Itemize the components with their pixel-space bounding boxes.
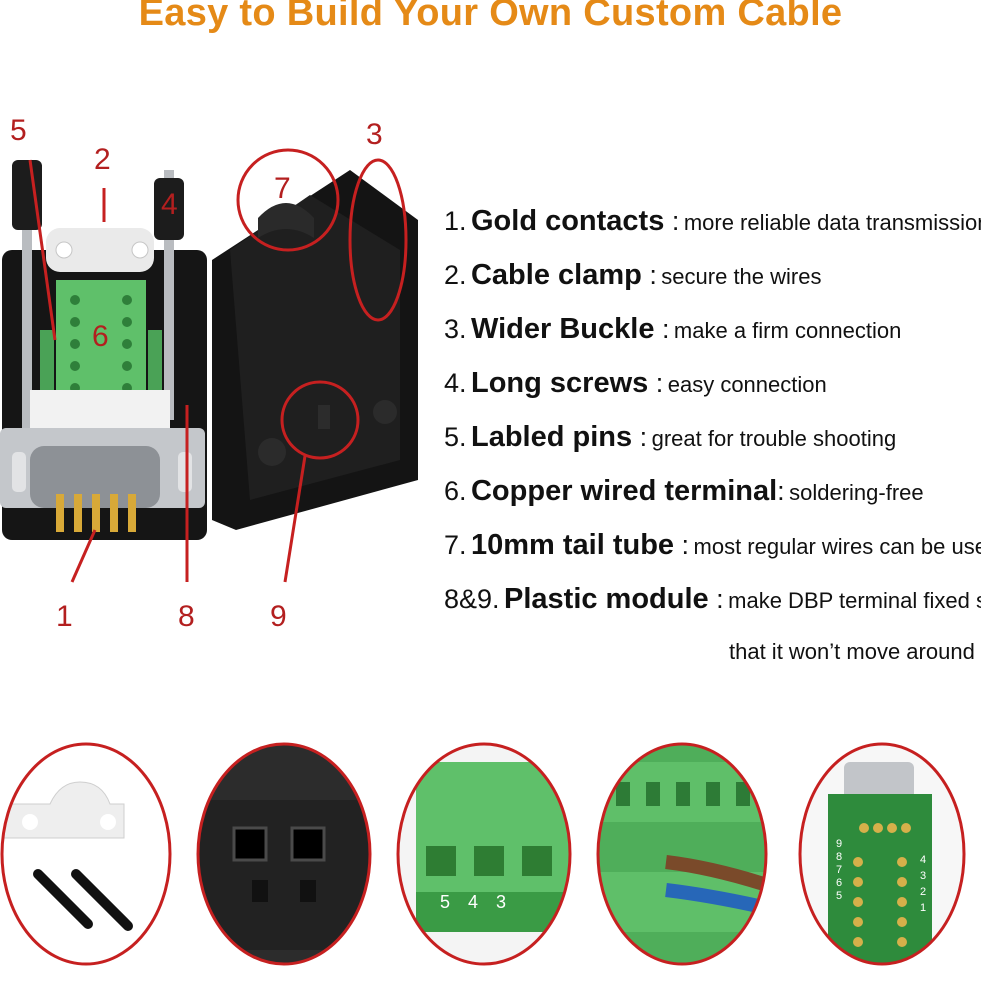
callout-4: 4 — [161, 188, 178, 221]
feature-item: 8&9. Plastic module : make DBP terminal … — [444, 583, 981, 615]
thumb-terminal-block: 543 — [396, 742, 576, 972]
callout-lines — [28, 159, 307, 583]
feature-item: 6. Copper wired terminal: soldering-free — [444, 475, 924, 507]
callout-6: 6 — [92, 320, 109, 353]
page-title: Easy to Build Your Own Custom Cable — [138, 0, 843, 34]
callout-9: 9 — [270, 600, 287, 633]
feature-item: 2. Cable clamp : secure the wires — [444, 259, 822, 291]
callout-5: 5 — [10, 114, 27, 147]
feature-item: 4. Long screws : easy connection — [444, 367, 827, 399]
callout-rings — [236, 148, 408, 460]
callout-3: 3 — [366, 118, 383, 151]
feature-item: 7. 10mm tail tube : most regular wires c… — [444, 529, 981, 561]
feature-item: 5. Labled pins : great for trouble shoot… — [444, 421, 897, 453]
feature-continuation: that it won’t move around — [729, 639, 975, 664]
callout-7: 7 — [274, 172, 291, 205]
callout-2: 2 — [94, 143, 111, 176]
feature-item: 3. Wider Buckle : make a firm connection — [444, 313, 902, 345]
thumb-wired-terminal — [596, 742, 776, 972]
thumb-clamp-screws — [0, 742, 180, 972]
callout-8: 8 — [178, 600, 195, 633]
product-diagram: 5 2 4 6 7 3 1 8 9 — [0, 100, 430, 660]
callout-1: 1 — [56, 600, 73, 633]
connector-illustration — [0, 148, 418, 583]
thumb-hood-detail — [196, 742, 376, 972]
feature-item: 1. Gold contacts : more reliable data tr… — [444, 205, 981, 237]
terminal-digits: 543 — [440, 892, 525, 912]
